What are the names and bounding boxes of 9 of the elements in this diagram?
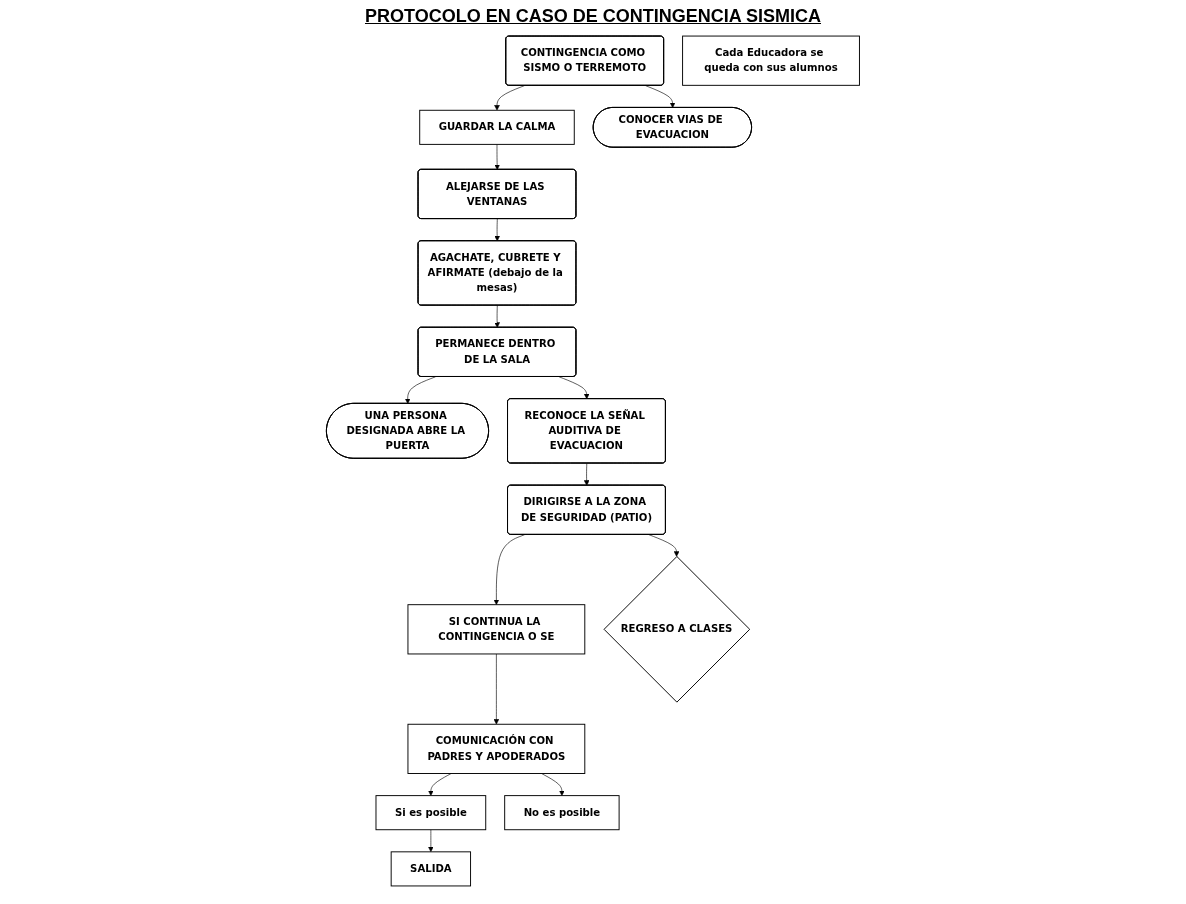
- node-box: SALIDA: [390, 851, 472, 887]
- diagram-title: PROTOCOLO EN CASO DE CONTINGENCIA SISMICA: [364, 6, 822, 27]
- node-diamond: REGRESO A CLASES: [603, 556, 751, 703]
- node-box: Si es posible: [375, 795, 487, 831]
- node-box: GUARDAR LA CALMA: [419, 109, 575, 145]
- node-box: Cada Educadora se queda con sus alumnos: [682, 35, 860, 86]
- node-box: No es posible: [504, 795, 620, 831]
- node-box: SI CONTINUA LA CONTINGENCIA O SE: [407, 604, 586, 655]
- node-box: COMUNICACIÓN CON PADRES Y APODERADOS: [407, 723, 586, 774]
